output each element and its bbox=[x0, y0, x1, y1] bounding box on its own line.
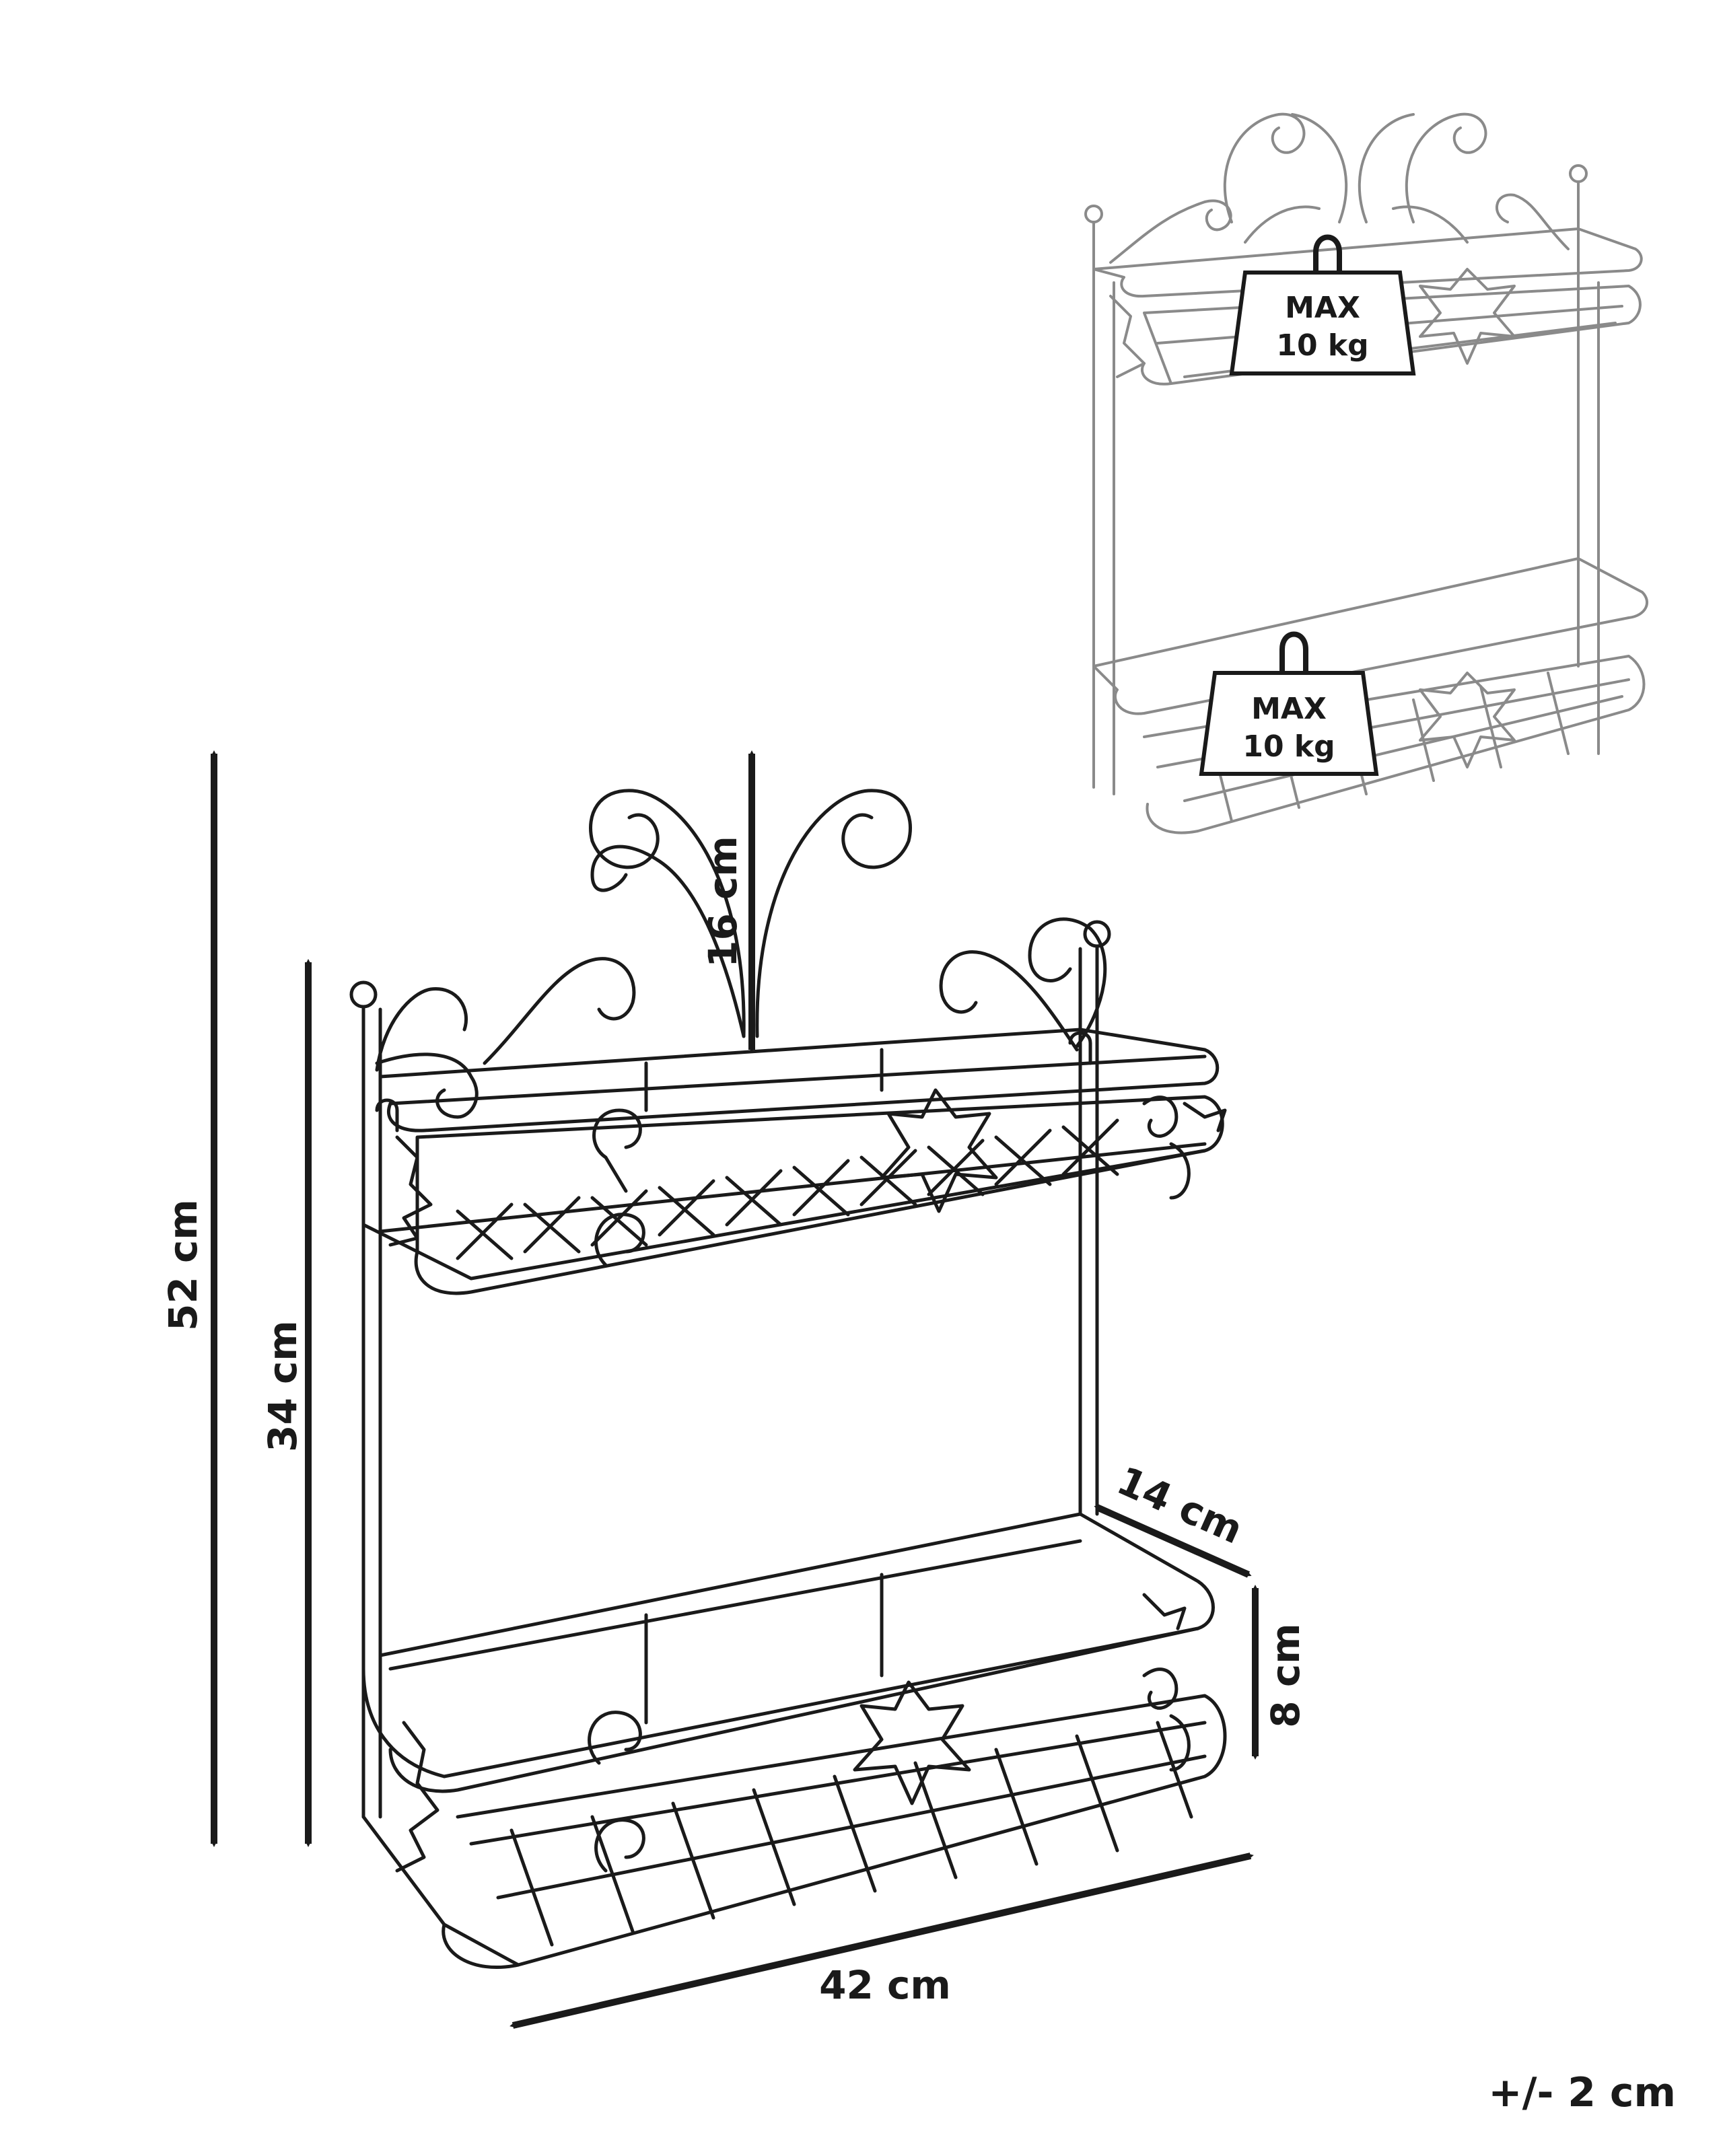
small-crest-scrolls bbox=[1109, 112, 1570, 264]
label-rail-height: 8 cm bbox=[1263, 1623, 1308, 1727]
weight-icon-bottom: MAX 10 kg bbox=[1199, 631, 1379, 776]
leaf-ornament-bottom-center bbox=[853, 1680, 971, 1805]
double-arrow-icon-width bbox=[509, 1853, 1254, 2029]
weight-icon-top: MAX 10 kg bbox=[1229, 234, 1416, 375]
double-arrow-icon-depth bbox=[1094, 1504, 1252, 1578]
wall-shelf-drawing bbox=[349, 789, 1227, 1969]
leaf-ornament-bottom-right bbox=[1142, 1593, 1187, 1630]
bottom-shelf-floor bbox=[361, 1721, 1207, 1967]
top-shelf-front bbox=[414, 1095, 1224, 1295]
crest-scroll-right-top bbox=[755, 789, 912, 1038]
crest-scroll-right-lower bbox=[939, 917, 1107, 1052]
finial-right bbox=[1083, 920, 1111, 948]
wall-hook-left bbox=[375, 1098, 399, 1133]
dimension-arrows bbox=[211, 750, 1259, 2029]
scroll-ornament-floor-left bbox=[594, 1213, 645, 1267]
leaf-ornament-top-left bbox=[388, 1135, 433, 1247]
scroll-ornament-top-right bbox=[1142, 1095, 1191, 1200]
tolerance-note: +/- 2 cm bbox=[1488, 2069, 1676, 2116]
finial-left bbox=[349, 980, 378, 1009]
leaf-ornament-bottom-left bbox=[395, 1721, 439, 1873]
bottom-shelf-front bbox=[361, 1626, 1227, 1969]
top-shelf-mid-rail bbox=[388, 1048, 1207, 1112]
small-leaf-ornaments bbox=[1109, 268, 1516, 768]
top-shelf-back-rail bbox=[378, 1028, 1220, 1133]
leaf-ornament-top-right bbox=[1183, 1102, 1227, 1133]
label-total-height: 52 cm bbox=[160, 1199, 206, 1331]
label-crest-height: 16 cm bbox=[700, 836, 746, 968]
bottom-shelf-mid-rail bbox=[388, 1539, 1082, 1725]
small-posts bbox=[1092, 180, 1600, 795]
label-depth: 14 cm bbox=[1111, 1458, 1249, 1553]
scroll-ornament-bottom-left bbox=[588, 1711, 645, 1873]
small-bottom-shelf bbox=[1092, 557, 1649, 834]
leaf-ornament-top-center bbox=[880, 1088, 998, 1213]
weight-bottom-line1: MAX bbox=[1251, 692, 1327, 726]
small-finial-left bbox=[1084, 205, 1103, 223]
weight-bottom-line2: 10 kg bbox=[1242, 729, 1335, 764]
crest-scroll-left-outer bbox=[590, 845, 746, 1038]
frame-posts bbox=[361, 944, 1099, 1819]
crest-scroll-left-top bbox=[589, 789, 746, 1038]
weight-top-line1: MAX bbox=[1285, 291, 1360, 325]
scroll-ornament-top-left bbox=[592, 1108, 642, 1193]
wall-hook-right bbox=[1068, 1031, 1092, 1065]
weight-top-line2: 10 kg bbox=[1276, 328, 1368, 363]
small-finial-right bbox=[1569, 164, 1588, 183]
label-frame-height: 34 cm bbox=[260, 1320, 306, 1452]
bottom-shelf-back-rail bbox=[378, 1512, 1215, 1793]
label-width: 42 cm bbox=[819, 1962, 951, 2008]
scroll-ornament-bottom-right bbox=[1142, 1667, 1191, 1772]
top-shelf-floor bbox=[361, 1118, 1207, 1281]
